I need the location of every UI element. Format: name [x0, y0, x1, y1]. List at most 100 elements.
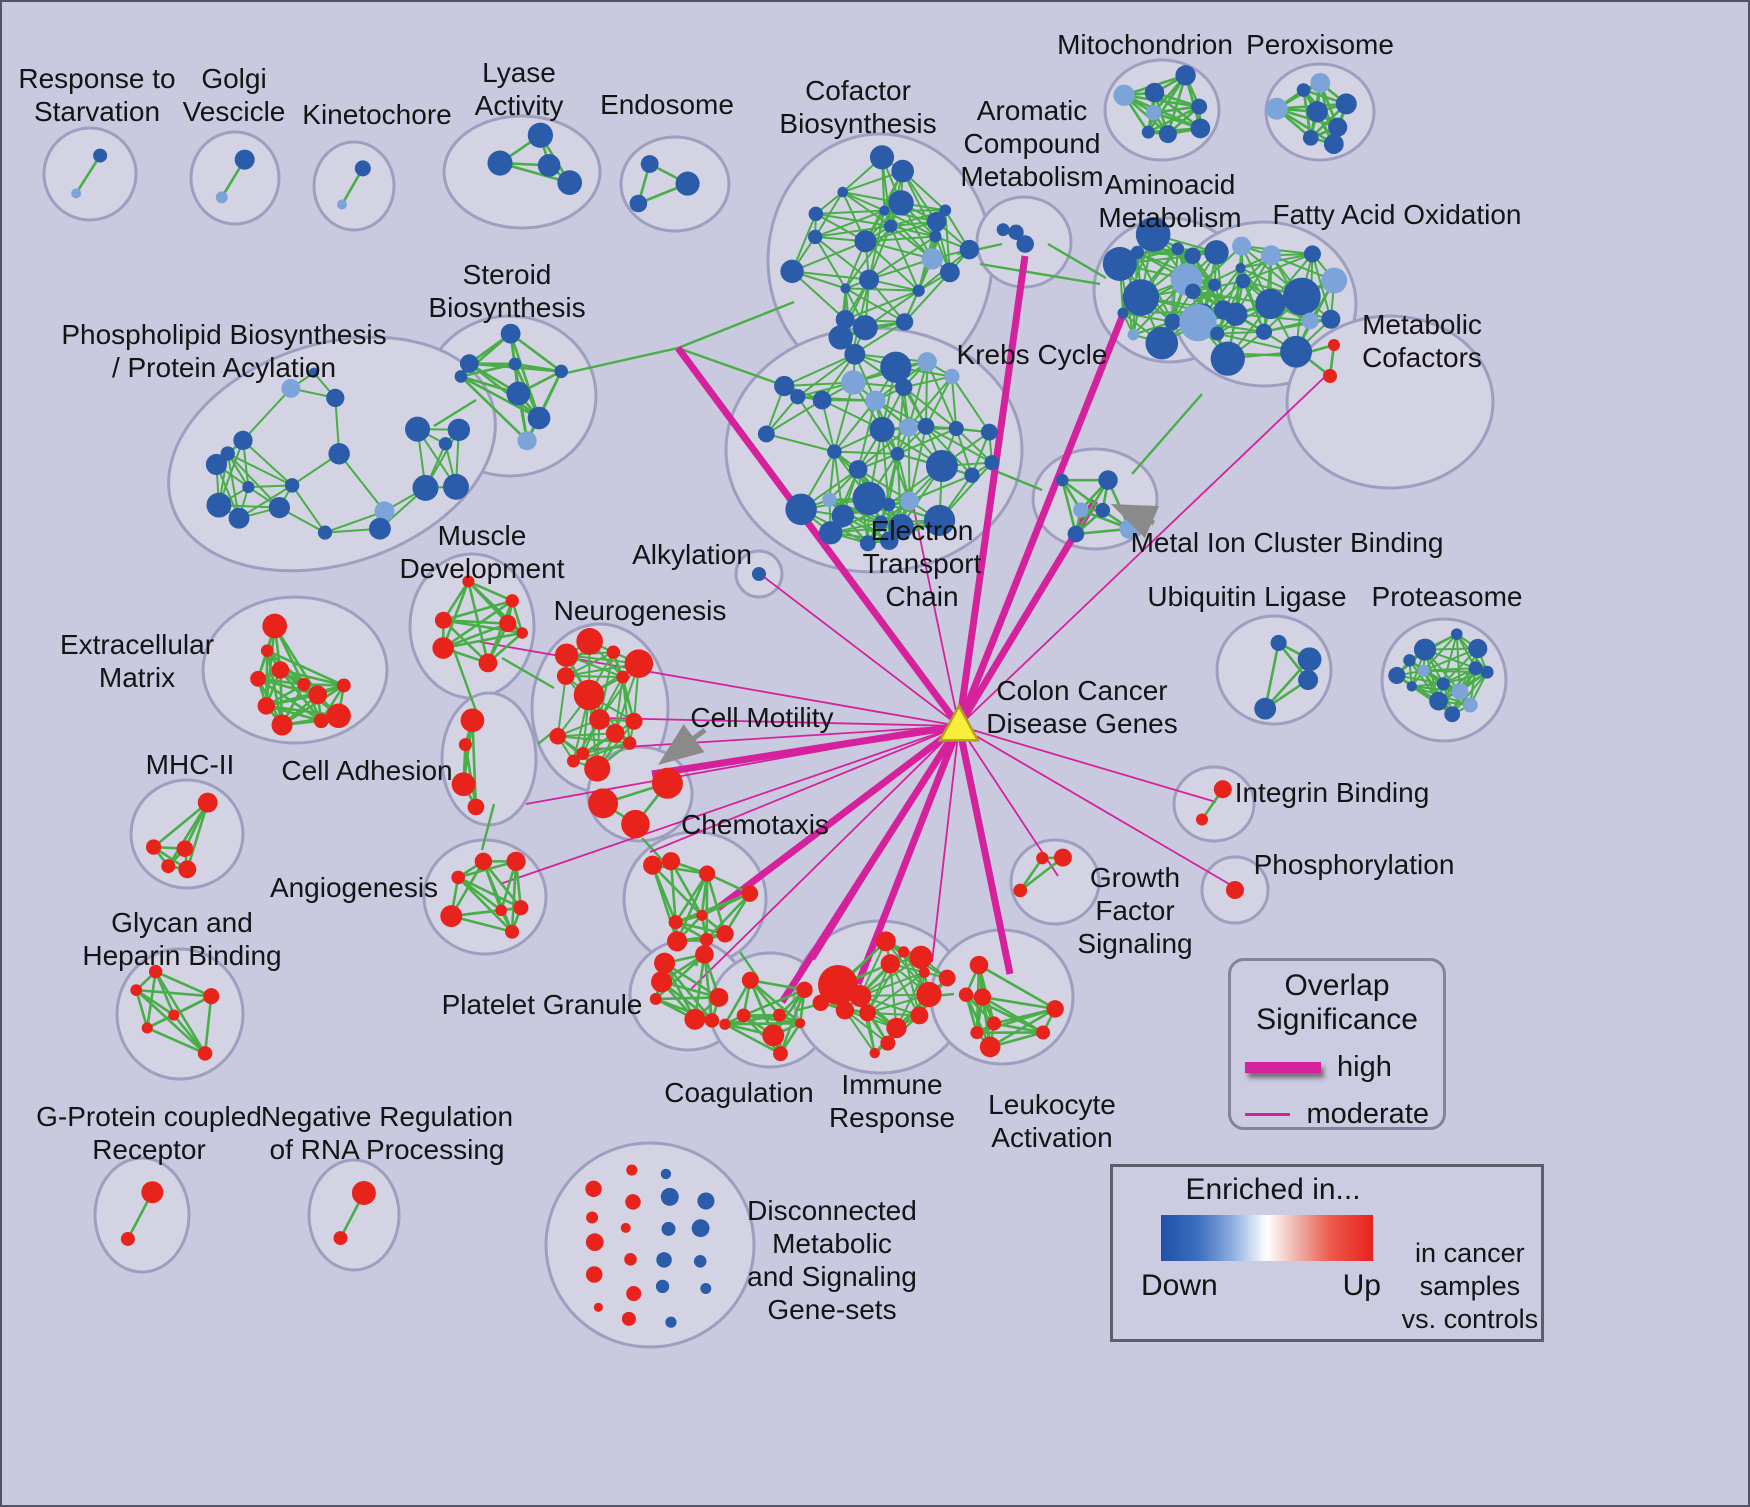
cluster-edge [1442, 633, 1458, 685]
gene-set-node [916, 981, 942, 1008]
gene-set-node [917, 417, 935, 435]
cluster-label-angiogenesis: Angiogenesis [270, 872, 438, 903]
gene-set-node [605, 724, 625, 743]
gene-set-node [1298, 669, 1319, 690]
cluster-edge [750, 978, 805, 992]
gene-set-node [1036, 851, 1049, 865]
gene-set-node [178, 860, 197, 879]
cluster-edge [509, 332, 562, 373]
legend-enrichment-body: Down Up in cancer samples vs. controls [1113, 1215, 1541, 1336]
gene-set-node [895, 313, 914, 331]
high-significance-label: high [1337, 1051, 1392, 1083]
gene-set-node [1255, 288, 1286, 320]
cluster-edge [724, 1023, 782, 1055]
gene-set-node [206, 492, 232, 518]
gene-set-node [556, 667, 575, 685]
gene-set-node [438, 437, 453, 451]
cluster-edge [796, 396, 836, 453]
gene-set-node [880, 954, 900, 974]
cluster-edge [791, 270, 870, 281]
gene-set-node [1210, 326, 1225, 341]
cluster-edge [1451, 671, 1488, 715]
gene-set-node [880, 1035, 896, 1051]
gene-set-node [593, 1302, 603, 1312]
gene-set-node [698, 865, 716, 882]
cluster-edge [842, 191, 885, 212]
cluster-blob-g-protein-coupled-receptor [93, 1156, 191, 1274]
gene-set-node [819, 521, 843, 545]
gene-set-node [699, 932, 714, 947]
gene-set-node [772, 1008, 786, 1022]
cluster-edge [883, 209, 933, 260]
cluster-edge [460, 375, 540, 420]
gene-set-node [284, 478, 300, 493]
gene-set-node [986, 1016, 1002, 1031]
cluster-edge [925, 375, 953, 427]
cluster-edge [324, 510, 385, 534]
gene-set-node [684, 1008, 706, 1030]
cluster-label-coagulation: Coagulation [664, 1077, 813, 1108]
cluster-edge [749, 979, 802, 1025]
gene-set-node [1073, 502, 1089, 518]
gene-set-node [624, 649, 654, 678]
cluster-edge [457, 876, 522, 909]
gene-set-node [168, 1009, 180, 1021]
gene-set-node [840, 283, 851, 294]
cluster-edge [460, 375, 528, 442]
cluster-edge [797, 395, 876, 402]
cluster-edge [1311, 253, 1332, 320]
hub-link-high [715, 723, 962, 911]
gene-set-node [812, 390, 832, 410]
legend-overlap-significance: Overlap Significance high moderate [1228, 958, 1446, 1130]
gene-set-node [848, 460, 868, 479]
gene-set-node [354, 160, 371, 177]
inter-cluster-edge [480, 803, 496, 851]
cluster-label-ubiquitin-ligase: Ubiquitin Ligase [1147, 581, 1346, 612]
cluster-edge [135, 989, 149, 1029]
hub-link-high [675, 345, 962, 729]
gene-set-node [709, 987, 729, 1007]
cluster-edge [703, 954, 714, 1021]
cluster-edge [955, 427, 993, 464]
cluster-edge [145, 971, 157, 1029]
gene-set-node [859, 535, 876, 552]
gene-set-node [661, 1221, 676, 1236]
cluster-edge [457, 860, 517, 879]
gene-set-node [649, 992, 662, 1005]
gene-set-node [1145, 326, 1179, 360]
inter-cluster-edge [677, 300, 795, 350]
cluster-edge [865, 240, 933, 260]
gene-set-node [888, 190, 914, 216]
gene-set-node [440, 905, 463, 928]
gene-set-node [621, 1311, 636, 1326]
gene-set-node [130, 984, 143, 997]
gene-set-node [665, 1316, 677, 1328]
cluster-edge [674, 872, 709, 923]
gene-set-node [1226, 881, 1244, 899]
gene-set-node [434, 611, 452, 629]
cluster-edge [1074, 479, 1110, 535]
hub-link-moderate [689, 725, 960, 991]
gene-set-node [796, 981, 813, 999]
hub-link-high [955, 255, 1029, 727]
gene-set-node [958, 987, 974, 1002]
cluster-edge [242, 439, 293, 487]
cluster-blob-cell-adhesion [440, 691, 538, 827]
cluster-edge [556, 675, 567, 737]
colon-cancer-hub-triangle [937, 703, 981, 742]
gene-set-node [585, 1233, 604, 1252]
cluster-edge [565, 675, 623, 678]
gene-set-node [268, 496, 291, 519]
hub-link-moderate [649, 725, 960, 853]
cluster-edge [510, 861, 518, 932]
cluster-edge [1408, 659, 1461, 693]
gene-set-node [660, 1187, 679, 1206]
gene-set-node [1013, 883, 1028, 898]
cluster-edge [925, 425, 973, 476]
gene-set-node [897, 946, 910, 958]
cluster-label-alkylation: Alkylation [632, 539, 752, 570]
